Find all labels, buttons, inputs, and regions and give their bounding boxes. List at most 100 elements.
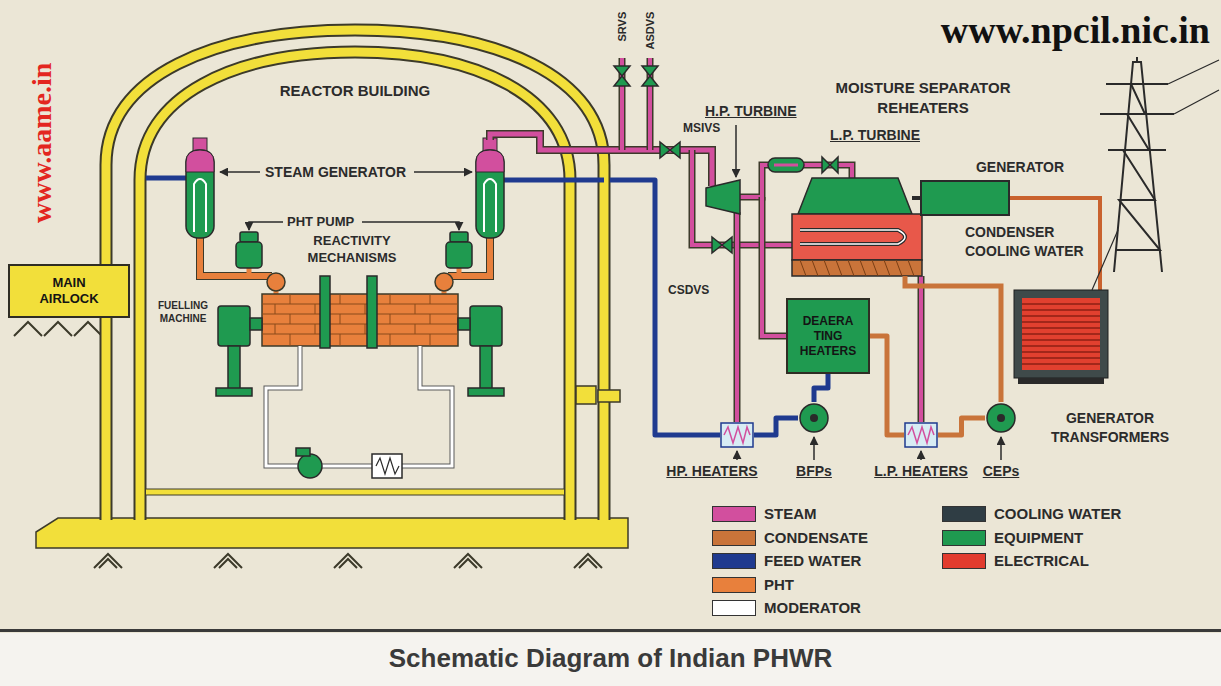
valve-label: SRVS	[616, 11, 629, 41]
valve-label: ASDVS	[644, 11, 657, 49]
equipment-label: L.P. TURBINE	[830, 127, 920, 144]
fuelling-machine-symbol	[470, 306, 502, 346]
legend-item: PHT	[712, 577, 794, 593]
transmission-tower	[1114, 62, 1162, 272]
generator-transformer	[1014, 290, 1108, 384]
moderator-loop	[298, 454, 322, 478]
pump-drawing	[798, 402, 830, 434]
pht-pump-symbol	[446, 242, 472, 268]
pump-hub	[997, 414, 1005, 422]
airlock-box: MAIN AIRLOCK	[8, 264, 130, 318]
pht-pipe	[267, 273, 285, 291]
pht-pipe	[435, 273, 453, 291]
legend-swatch	[942, 553, 986, 569]
wall-equipment	[598, 390, 620, 402]
pipe-connector	[814, 374, 828, 402]
pump-symbol: BFPs	[798, 402, 830, 434]
pipe-connector	[754, 418, 798, 435]
pipe-connector	[870, 336, 904, 435]
fuelling-machine-symbol	[218, 306, 250, 346]
node-label: HP. HEATERS	[666, 463, 757, 480]
fuelling-machine-symbol	[250, 318, 262, 330]
caption-band	[0, 629, 1221, 632]
electrical-wire	[1010, 198, 1100, 290]
leader-line	[362, 222, 459, 230]
foundation-support	[94, 554, 122, 568]
leader-line	[813, 437, 815, 460]
leader-line	[220, 125, 1001, 460]
legend-text: ELECTRICAL	[994, 553, 1089, 569]
moderator-loop	[266, 346, 452, 478]
legend-text: MODERATOR	[764, 600, 861, 616]
generator-transformer	[1022, 298, 1100, 370]
containment-wall	[140, 52, 570, 520]
leader-line	[736, 451, 738, 460]
steam-pipe	[490, 134, 712, 186]
pht-pipe	[200, 238, 272, 276]
equipment-label: COOLING WATER	[965, 243, 1084, 260]
legend-item: EQUIPMENT	[942, 530, 1083, 546]
heater-shell	[721, 423, 753, 447]
equipment-label: H.P. TURBINE	[705, 103, 797, 120]
moderator-loop	[266, 346, 452, 466]
fuelling-machine-symbol	[458, 318, 470, 330]
equipment-label: CONDENSER	[965, 224, 1054, 241]
heater-symbol: L.P. HEATERS	[904, 422, 938, 448]
generator-box: GENERATOR	[920, 180, 1010, 216]
pump-hub	[810, 414, 818, 422]
foundation-support	[214, 554, 242, 568]
valve-label: MSIVS	[683, 121, 720, 135]
valve-symbol	[614, 66, 630, 86]
reactivity-rod	[320, 276, 330, 348]
legend-item: ELECTRICAL	[942, 553, 1089, 569]
pht-pump-symbol	[450, 232, 468, 242]
valve-label: CSDVS	[668, 283, 709, 297]
legend-item: MODERATOR	[712, 600, 861, 616]
pht-pump-symbol	[240, 232, 258, 242]
steam-generator	[484, 179, 496, 232]
legend-swatch	[712, 506, 756, 522]
node-label: CEPs	[983, 463, 1020, 480]
condenser-symbol	[792, 214, 922, 276]
steam-generator	[186, 138, 504, 238]
moderator-loop	[376, 458, 399, 474]
pump-casing	[800, 404, 828, 432]
heater-tube	[908, 427, 934, 443]
node-label: MAIN AIRLOCK	[29, 275, 109, 308]
legend-item: STEAM	[712, 506, 817, 522]
transmission-tower	[1092, 57, 1219, 290]
foundation-support	[334, 554, 362, 568]
node-label: BFPs	[796, 463, 832, 480]
pipe-connector	[610, 180, 720, 435]
pht-pipe	[200, 238, 490, 296]
generator-transformer	[1018, 378, 1104, 384]
steam-pipe	[734, 212, 741, 422]
website-watermark: www.aame.in	[25, 63, 59, 223]
heater-shell	[905, 423, 937, 447]
legend-item: COOLING WATER	[942, 506, 1121, 522]
foundation-slab	[36, 518, 628, 548]
pht-pump-symbol	[236, 242, 262, 268]
calandria-core	[262, 294, 458, 346]
containment-wall	[106, 30, 604, 520]
valve-symbol	[642, 66, 658, 86]
equipment-label: MOISTURE SEPARATOR REHEATERS	[816, 78, 1030, 118]
equipment-label: STEAM GENERATOR	[265, 164, 406, 181]
pipe-connector	[938, 418, 985, 435]
calandria-core	[262, 294, 458, 346]
containment-wall	[106, 30, 604, 520]
leader-line	[220, 171, 260, 173]
condensate-pipe	[905, 276, 1001, 402]
condenser-symbol	[800, 230, 905, 244]
moderator-loop	[266, 346, 452, 466]
legend-text: FEED WATER	[764, 553, 861, 569]
legend-swatch	[712, 530, 756, 546]
heater-drawing	[720, 422, 754, 448]
moderator-loop	[372, 454, 402, 478]
website-watermark: www.npcil.nic.in	[941, 8, 1210, 54]
